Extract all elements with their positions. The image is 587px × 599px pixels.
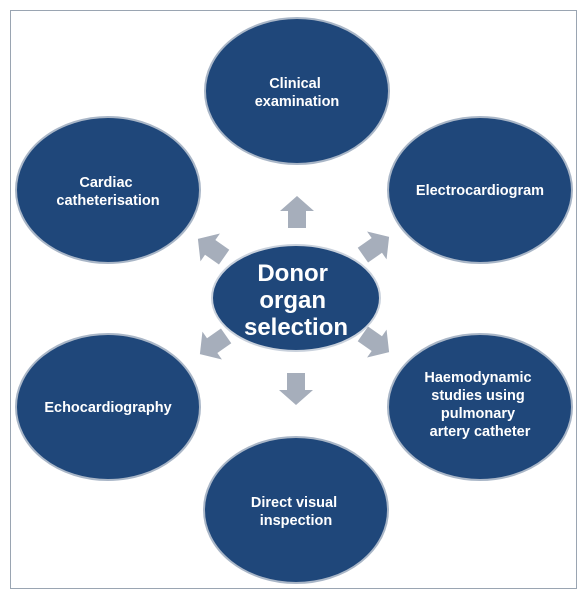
node-label-line: Clinical (269, 76, 321, 92)
node-clinical-examination: Clinical examination (204, 17, 390, 165)
node-label-line: Direct visual (251, 495, 337, 511)
node-label-line: Electrocardiogram (416, 183, 544, 199)
node-label-line: inspection (260, 513, 333, 529)
svg-text:Cardiac catheterisation: Cardiac catheterisation (56, 175, 159, 209)
arrow-lower-left (199, 328, 232, 360)
node-label-line: Echocardiography (44, 400, 171, 416)
node-haemodynamic-studies: Haemodynamic studies using pulmonary art… (387, 333, 573, 481)
svg-text:Electrocardiogram: Electrocardiogram (416, 183, 544, 199)
node-label-line: catheterisation (56, 193, 159, 209)
arrow-lower-right (357, 326, 390, 358)
svg-text:Echocardiography: Echocardiography (44, 400, 171, 416)
arrow-down (279, 373, 313, 405)
node-label-line: artery catheter (430, 424, 531, 440)
center-node: Donor organ selection (211, 244, 381, 352)
node-label-line: Cardiac (79, 175, 132, 191)
arrow-upper-right (357, 231, 390, 263)
svg-text:Direct visual inspection: Direct visual inspection (251, 495, 341, 529)
arrows-group (197, 196, 390, 405)
arrow-upper-left (197, 233, 230, 265)
arrow-up (280, 196, 314, 228)
node-echocardiography: Echocardiography (15, 333, 201, 481)
node-label-line: studies using (431, 388, 524, 404)
svg-text:Donor organ select: Donor organ selection (244, 260, 348, 341)
node-label-line: pulmonary (441, 406, 515, 422)
node-electrocardiogram: Electrocardiogram (387, 116, 573, 264)
node-label-line: examination (255, 94, 340, 110)
center-label-line: organ (259, 287, 326, 314)
svg-text:Haemodynamic studies usi: Haemodynamic studies using pulmonary art… (424, 370, 535, 440)
node-label-line: Haemodynamic (424, 370, 531, 386)
node-cardiac-catheterisation: Cardiac catheterisation (15, 116, 201, 264)
center-label-line: selection (244, 314, 348, 341)
node-direct-visual-inspection: Direct visual inspection (203, 436, 389, 584)
center-label-line: Donor (257, 260, 328, 287)
svg-text:Clinical examination: Clinical examination (255, 76, 340, 110)
diagram-frame (10, 10, 577, 589)
